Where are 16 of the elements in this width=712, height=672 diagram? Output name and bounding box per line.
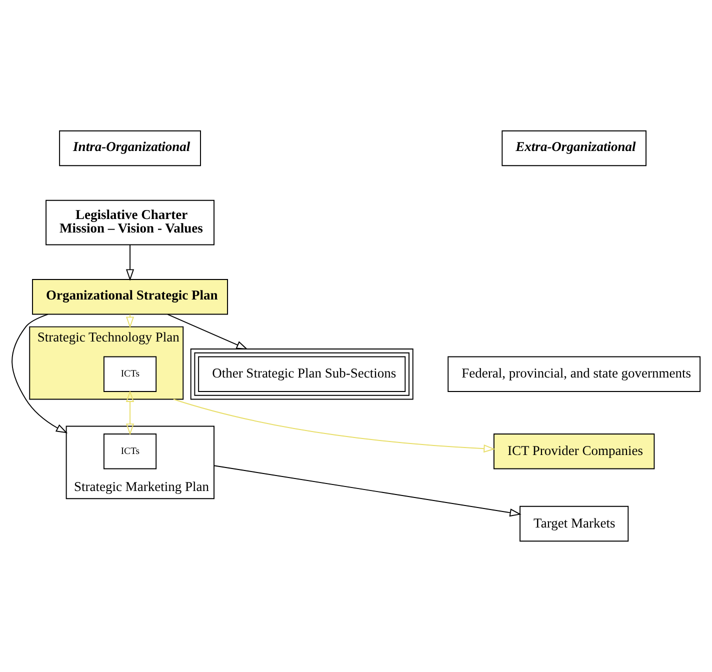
node-box: Other Strategic Plan Sub-Sections [190,348,414,400]
arrow [167,314,248,350]
arrow [214,465,522,517]
node-box: ICT Provider Companies [493,434,655,470]
node-box: ICTs [103,356,157,392]
node-box: Organizational Strategic Plan [32,279,228,315]
arrow [172,398,496,453]
node-box: Intra-Organizational [59,130,201,166]
arrow [126,244,134,281]
arrow [12,314,68,434]
arrow [126,390,134,436]
node-box: ICTs [103,434,157,470]
node-box: Federal, provincial, and state governments [448,356,701,392]
node-box: Extra-Organizational [502,130,646,166]
node-box: Target Markets [520,506,629,542]
node-box: Legislative Charter Mission – Vision - Values [46,200,214,246]
